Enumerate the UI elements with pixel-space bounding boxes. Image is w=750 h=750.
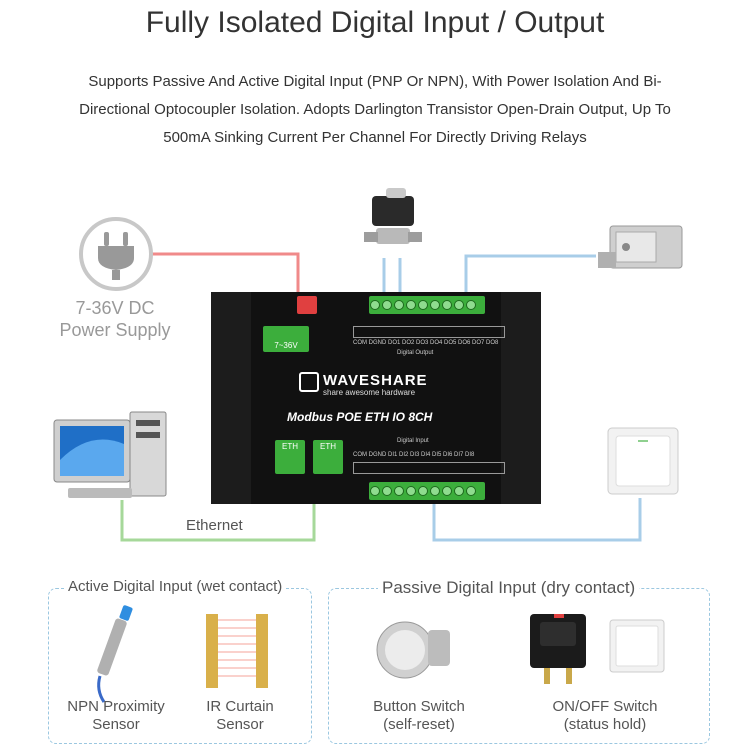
button-switch-label: Button Switch (self-reset): [344, 698, 494, 734]
output-terminal: [369, 296, 485, 314]
label-line: Sensor: [216, 716, 264, 733]
brand-logo-icon: [299, 372, 319, 392]
switch-wire: [432, 498, 642, 542]
subtitle-line: Directional Optocoupler Isolation. Adopt…: [79, 101, 671, 118]
solenoid-valve-icon: [364, 188, 422, 244]
input-terminal: [369, 482, 485, 500]
subtitle-line: 500mA Sinking Current Per Channel For Di…: [163, 129, 587, 146]
label-line: (status hold): [563, 716, 647, 733]
passive-group-title: Passive Digital Input (dry contact): [378, 578, 640, 598]
output-section-title: Digital Output: [397, 350, 434, 356]
ir-curtain-label: IR Curtain Sensor: [184, 698, 296, 734]
brand-tagline: share awesome hardware: [323, 388, 416, 397]
label-line: (self-reset): [383, 716, 455, 733]
power-terminal: [297, 296, 317, 314]
output-pin-header: [353, 326, 505, 338]
proximity-sensor-icon: [97, 605, 133, 703]
lock-wire: [464, 254, 596, 298]
label-line: ON/OFF Switch: [552, 698, 658, 715]
electric-lock-icon: [598, 225, 683, 269]
label-line: Button Switch: [373, 698, 465, 715]
small-wall-switch-icon: [609, 619, 665, 673]
proximity-sensor-label: NPN Proximity Sensor: [54, 698, 178, 734]
eth-port-2: ETH: [313, 440, 343, 474]
input-pin-labels: COM DGND DI1 DI2 DI3 DI4 DI5 DI6 DI7 DI8: [353, 452, 475, 458]
din-rail-right: [501, 292, 541, 504]
ethernet-wire: [120, 500, 316, 542]
power-plug-icon: [79, 217, 153, 291]
ethernet-label: Ethernet: [186, 517, 243, 534]
label-line: NPN Proximity: [67, 698, 165, 715]
page-subtitle: Supports Passive And Active Digital Inpu…: [40, 68, 710, 152]
ir-curtain-icon: [206, 614, 268, 688]
io-module-device: 7~36V COM DGND DO1 DO2 DO3 DO4 DO5 DO6 D…: [211, 292, 541, 504]
wall-switch-icon: [607, 427, 679, 495]
computer-icon: [53, 411, 167, 498]
button-switch-icon: [376, 621, 450, 679]
rocker-switch-icon: [530, 614, 586, 684]
input-pin-header: [353, 462, 505, 474]
output-pin-labels: COM DGND DO1 DO2 DO3 DO4 DO5 DO6 DO7 DO8: [353, 340, 499, 346]
model-name: Modbus POE ETH IO 8CH: [287, 410, 433, 424]
power-label-line: Power Supply: [59, 320, 171, 340]
power-wire: [152, 252, 300, 298]
din-rail-left: [211, 292, 251, 504]
eth-port-1: ETH: [275, 440, 305, 474]
active-group-title: Active Digital Input (wet contact): [64, 578, 287, 595]
subtitle-line: Supports Passive And Active Digital Inpu…: [88, 73, 662, 90]
input-section-title: Digital Input: [397, 438, 429, 444]
power-supply-label: 7-36V DC Power Supply: [40, 297, 190, 341]
label-line: Sensor: [92, 716, 140, 733]
page-title: Fully Isolated Digital Input / Output: [145, 6, 605, 39]
brand-name: WAVESHARE: [323, 372, 428, 389]
power-label-line: 7-36V DC: [75, 298, 155, 318]
onoff-switch-label: ON/OFF Switch (status hold): [530, 698, 680, 734]
label-line: IR Curtain: [206, 698, 274, 715]
voltage-label: 7~36V: [263, 326, 309, 352]
